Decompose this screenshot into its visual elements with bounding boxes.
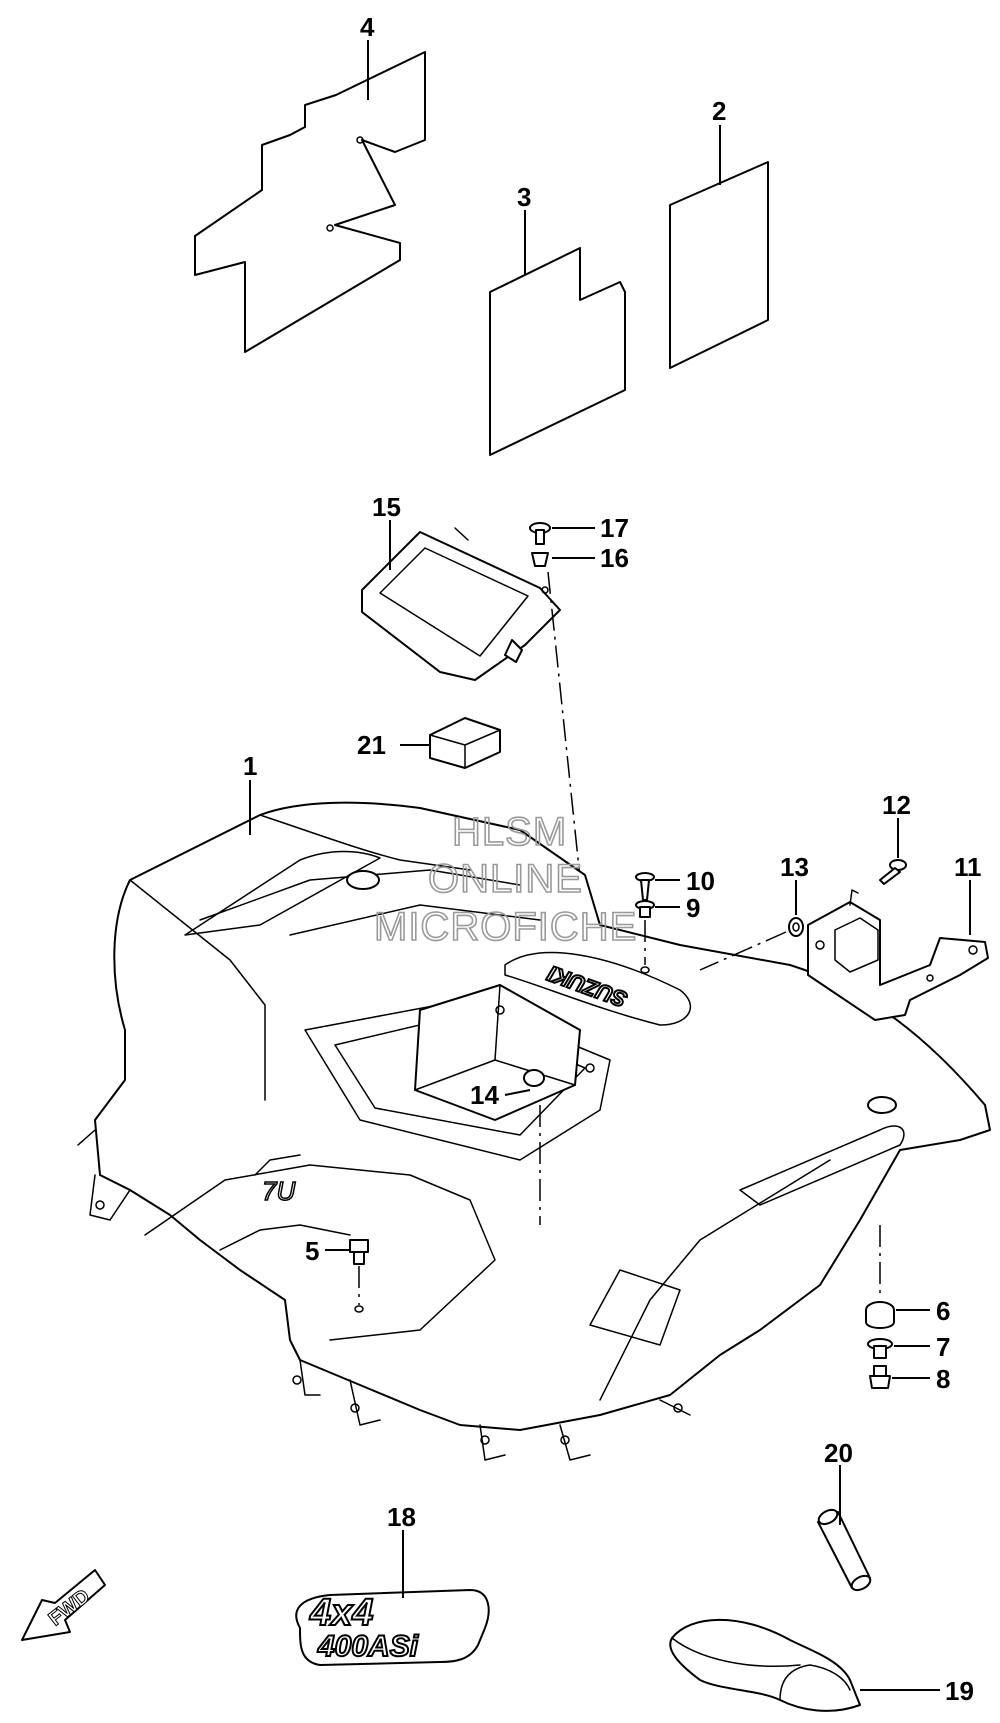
part-5-bolt xyxy=(349,1239,369,1265)
part-8-bolt xyxy=(869,1365,891,1389)
decal-18-line2: 400ASi xyxy=(317,1630,419,1663)
part-17-screw xyxy=(529,522,551,545)
part-11-bracket xyxy=(807,889,989,1021)
callout-2: 2 xyxy=(712,96,726,126)
callout-1: 1 xyxy=(243,751,257,781)
part-21-block xyxy=(429,717,501,769)
callout-6: 6 xyxy=(936,1296,950,1326)
decal-18-line1: 4x4 xyxy=(309,1592,373,1634)
watermark-line2: ONLINE xyxy=(428,857,583,901)
fwd-arrow-icon: FWD xyxy=(21,1569,106,1641)
part-2-decal xyxy=(669,161,769,369)
part-19-seat-cover xyxy=(669,1618,861,1712)
part-3-decal xyxy=(489,247,626,456)
callout-4: 4 xyxy=(360,12,375,42)
callout-3: 3 xyxy=(517,182,531,212)
part-9-nut xyxy=(635,900,655,918)
callout-19: 19 xyxy=(945,1676,974,1706)
part-10-screw xyxy=(635,872,655,901)
callout-13: 13 xyxy=(780,852,809,882)
watermark-line3: MICROFICHE xyxy=(374,905,637,949)
part-15-tray xyxy=(361,527,561,681)
callout-17: 17 xyxy=(600,513,629,543)
callout-20: 20 xyxy=(824,1438,853,1468)
watermark: HLSM ONLINE MICROFICHE xyxy=(373,809,637,950)
callout-16: 16 xyxy=(600,543,629,573)
part-4-decal xyxy=(194,51,426,353)
part-6-grommet xyxy=(865,1301,895,1329)
callout-10: 10 xyxy=(686,866,715,896)
callout-9: 9 xyxy=(686,893,700,923)
callout-21: 21 xyxy=(357,730,386,760)
part-13-washer xyxy=(788,917,804,937)
part-18-model-decal: 4x4 400ASi xyxy=(295,1589,490,1666)
part-16-nut xyxy=(531,552,549,567)
part-12-screw xyxy=(879,859,907,885)
callout-12: 12 xyxy=(882,790,911,820)
callout-5: 5 xyxy=(305,1236,319,1266)
callout-15: 15 xyxy=(372,492,401,522)
callout-8: 8 xyxy=(936,1364,950,1394)
part-7-collar xyxy=(867,1338,893,1359)
part-1-rear-fender: SUZUKI 7U xyxy=(77,801,991,1461)
watermark-line1: HLSM xyxy=(452,810,567,854)
svg-text:7U: 7U xyxy=(262,1176,295,1206)
callout-7: 7 xyxy=(936,1332,950,1362)
callout-18: 18 xyxy=(387,1502,416,1532)
part-20-tube xyxy=(817,1508,872,1592)
callout-11: 11 xyxy=(954,852,982,882)
callout-14: 14 xyxy=(470,1080,499,1110)
